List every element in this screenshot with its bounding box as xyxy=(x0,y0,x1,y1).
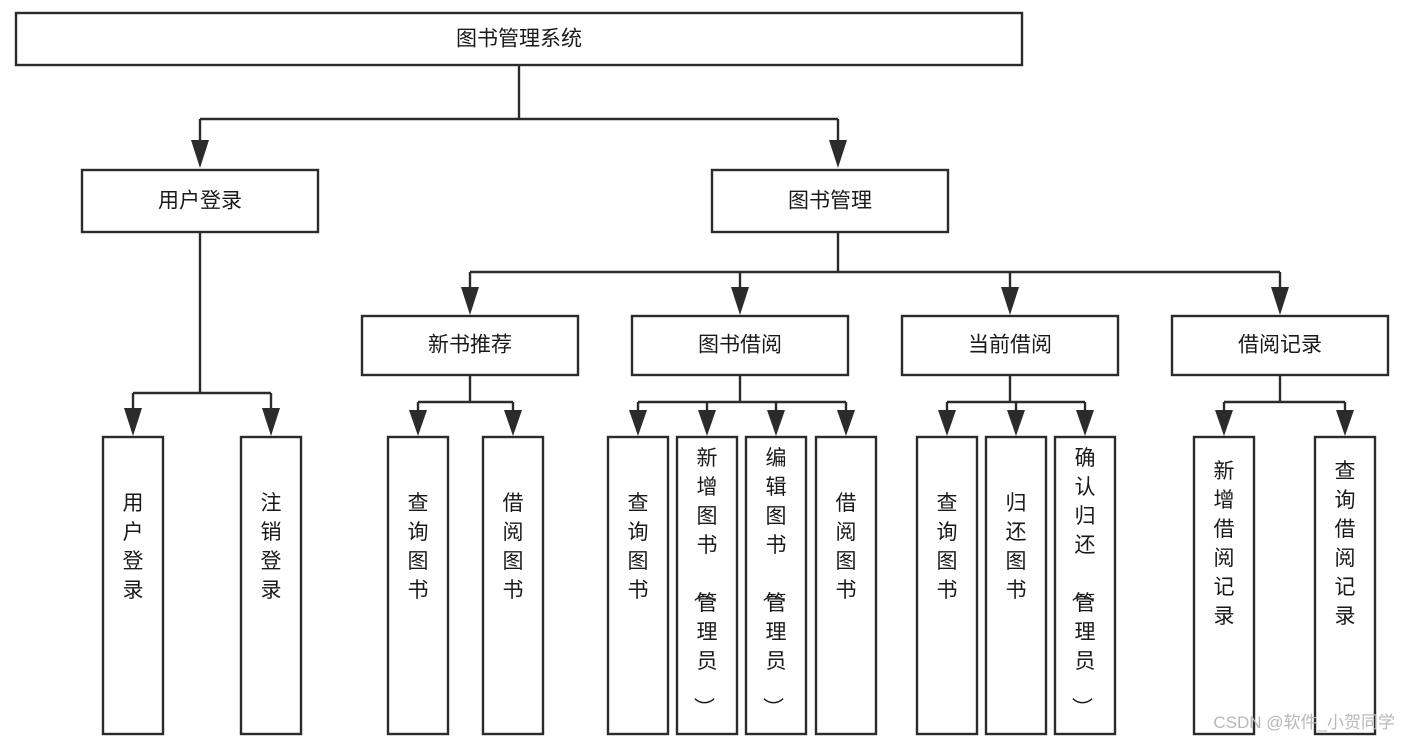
node-leaf-return-book-label: 归还图书 xyxy=(1006,492,1027,602)
node-leaf-query-record-label: 查询借阅记录 xyxy=(1335,460,1356,628)
arrow-head-book-borrow xyxy=(731,287,749,315)
node-leaf-borrow-book-1-label: 借阅图书 xyxy=(503,492,524,602)
csdn-watermark: CSDN @软件_小贺同学 xyxy=(1213,713,1395,732)
node-leaf-add-book-box[interactable] xyxy=(675,435,739,736)
arrow-head-leaf-return-book xyxy=(1007,410,1025,436)
node-leaf-query-record-box[interactable] xyxy=(1313,435,1377,736)
node-new-book-recommend-box[interactable] xyxy=(360,314,580,377)
node-user-login-box[interactable] xyxy=(80,168,320,234)
node-leaf-borrow-book-2-box[interactable] xyxy=(814,435,878,736)
node-current-borrow-label: 当前借阅 xyxy=(968,334,1052,357)
arrow-head-new-book-recommend xyxy=(461,287,479,315)
arrow-head-leaf-add-record xyxy=(1215,410,1233,436)
node-leaf-edit-book-label: 编辑图书（管理员） xyxy=(761,447,787,718)
node-new-book-recommend-label: 新书推荐 xyxy=(428,334,512,357)
node-book-management-label: 图书管理 xyxy=(788,190,872,213)
arrow-head-leaf-user-login xyxy=(124,408,142,436)
node-book-management[interactable]: 图书管理 xyxy=(710,168,950,234)
node-leaf-add-book[interactable]: 新增图书（管理员） xyxy=(675,435,739,736)
node-book-borrow[interactable]: 图书借阅 xyxy=(630,314,850,377)
arrow-head-user-login xyxy=(191,140,209,168)
arrow-head-book-management xyxy=(829,140,847,168)
node-leaf-return-book[interactable]: 归还图书 xyxy=(984,435,1048,736)
node-leaf-confirm-return-label: 确认归还（管理员） xyxy=(1070,447,1096,718)
arrow-head-leaf-borrow-book-1 xyxy=(504,410,522,436)
node-leaf-user-login[interactable]: 用户登录 xyxy=(101,435,165,736)
arrow-head-leaf-add-book xyxy=(698,410,716,436)
node-leaf-query-book-3-box[interactable] xyxy=(915,435,979,736)
node-leaf-user-login-label: 用户登录 xyxy=(123,492,144,602)
node-book-management-box[interactable] xyxy=(710,168,950,234)
connector-group xyxy=(124,65,1354,436)
node-leaf-confirm-return-box[interactable] xyxy=(1053,435,1117,736)
arrow-head-leaf-query-book-3 xyxy=(938,410,956,436)
arrow-head-leaf-query-book-1 xyxy=(409,410,427,436)
node-root-box[interactable] xyxy=(14,11,1024,67)
node-user-login[interactable]: 用户登录 xyxy=(80,168,320,234)
arrow-head-leaf-query-book-2 xyxy=(629,410,647,436)
arrow-head-leaf-query-record xyxy=(1336,410,1354,436)
node-leaf-borrow-book-1-box[interactable] xyxy=(481,435,545,736)
node-leaf-query-book-1-label: 查询图书 xyxy=(408,492,429,602)
node-leaf-query-book-3[interactable]: 查询图书 xyxy=(915,435,979,736)
node-leaf-return-book-box[interactable] xyxy=(984,435,1048,736)
node-current-borrow[interactable]: 当前借阅 xyxy=(900,314,1120,377)
node-user-login-label: 用户登录 xyxy=(158,190,242,213)
node-leaf-query-book-3-label: 查询图书 xyxy=(937,492,958,602)
node-leaf-add-book-label: 新增图书（管理员） xyxy=(692,447,718,718)
node-leaf-add-record-label: 新增借阅记录 xyxy=(1214,460,1235,628)
node-leaf-query-book-1-box[interactable] xyxy=(386,435,450,736)
node-leaf-query-record[interactable]: 查询借阅记录 xyxy=(1313,435,1377,736)
arrow-head-leaf-edit-book xyxy=(767,410,785,436)
node-leaf-borrow-book-2-label: 借阅图书 xyxy=(836,492,857,602)
node-leaf-borrow-book-2[interactable]: 借阅图书 xyxy=(814,435,878,736)
node-leaf-query-book-2-box[interactable] xyxy=(606,435,670,736)
node-root-label: 图书管理系统 xyxy=(456,28,582,51)
node-borrow-record-box[interactable] xyxy=(1170,314,1390,377)
node-leaf-query-book-1[interactable]: 查询图书 xyxy=(386,435,450,736)
node-book-borrow-label: 图书借阅 xyxy=(698,334,782,357)
arrow-head-current-borrow xyxy=(1001,287,1019,315)
node-leaf-query-book-2-label: 查询图书 xyxy=(628,492,649,602)
arrow-head-borrow-record xyxy=(1271,287,1289,315)
node-leaf-confirm-return[interactable]: 确认归还（管理员） xyxy=(1053,435,1117,736)
arrow-head-leaf-confirm-return xyxy=(1076,410,1094,436)
node-leaf-edit-book[interactable]: 编辑图书（管理员） xyxy=(744,435,808,736)
node-new-book-recommend[interactable]: 新书推荐 xyxy=(360,314,580,377)
node-root[interactable]: 图书管理系统 xyxy=(14,11,1024,67)
node-leaf-borrow-book-1[interactable]: 借阅图书 xyxy=(481,435,545,736)
node-leaf-query-book-2[interactable]: 查询图书 xyxy=(606,435,670,736)
node-leaf-user-logout-label: 注销登录 xyxy=(261,492,282,602)
node-leaf-add-record-box[interactable] xyxy=(1192,435,1256,736)
node-leaf-edit-book-box[interactable] xyxy=(744,435,808,736)
arrow-head-leaf-user-logout xyxy=(262,408,280,436)
node-current-borrow-box[interactable] xyxy=(900,314,1120,377)
node-book-borrow-box[interactable] xyxy=(630,314,850,377)
node-borrow-record-label: 借阅记录 xyxy=(1238,334,1322,357)
node-leaf-user-login-box[interactable] xyxy=(101,435,165,736)
node-leaf-user-logout[interactable]: 注销登录 xyxy=(239,435,303,736)
node-leaf-add-record[interactable]: 新增借阅记录 xyxy=(1192,435,1256,736)
node-leaf-user-logout-box[interactable] xyxy=(239,435,303,736)
arrow-head-leaf-borrow-book-2 xyxy=(837,410,855,436)
node-borrow-record[interactable]: 借阅记录 xyxy=(1170,314,1390,377)
